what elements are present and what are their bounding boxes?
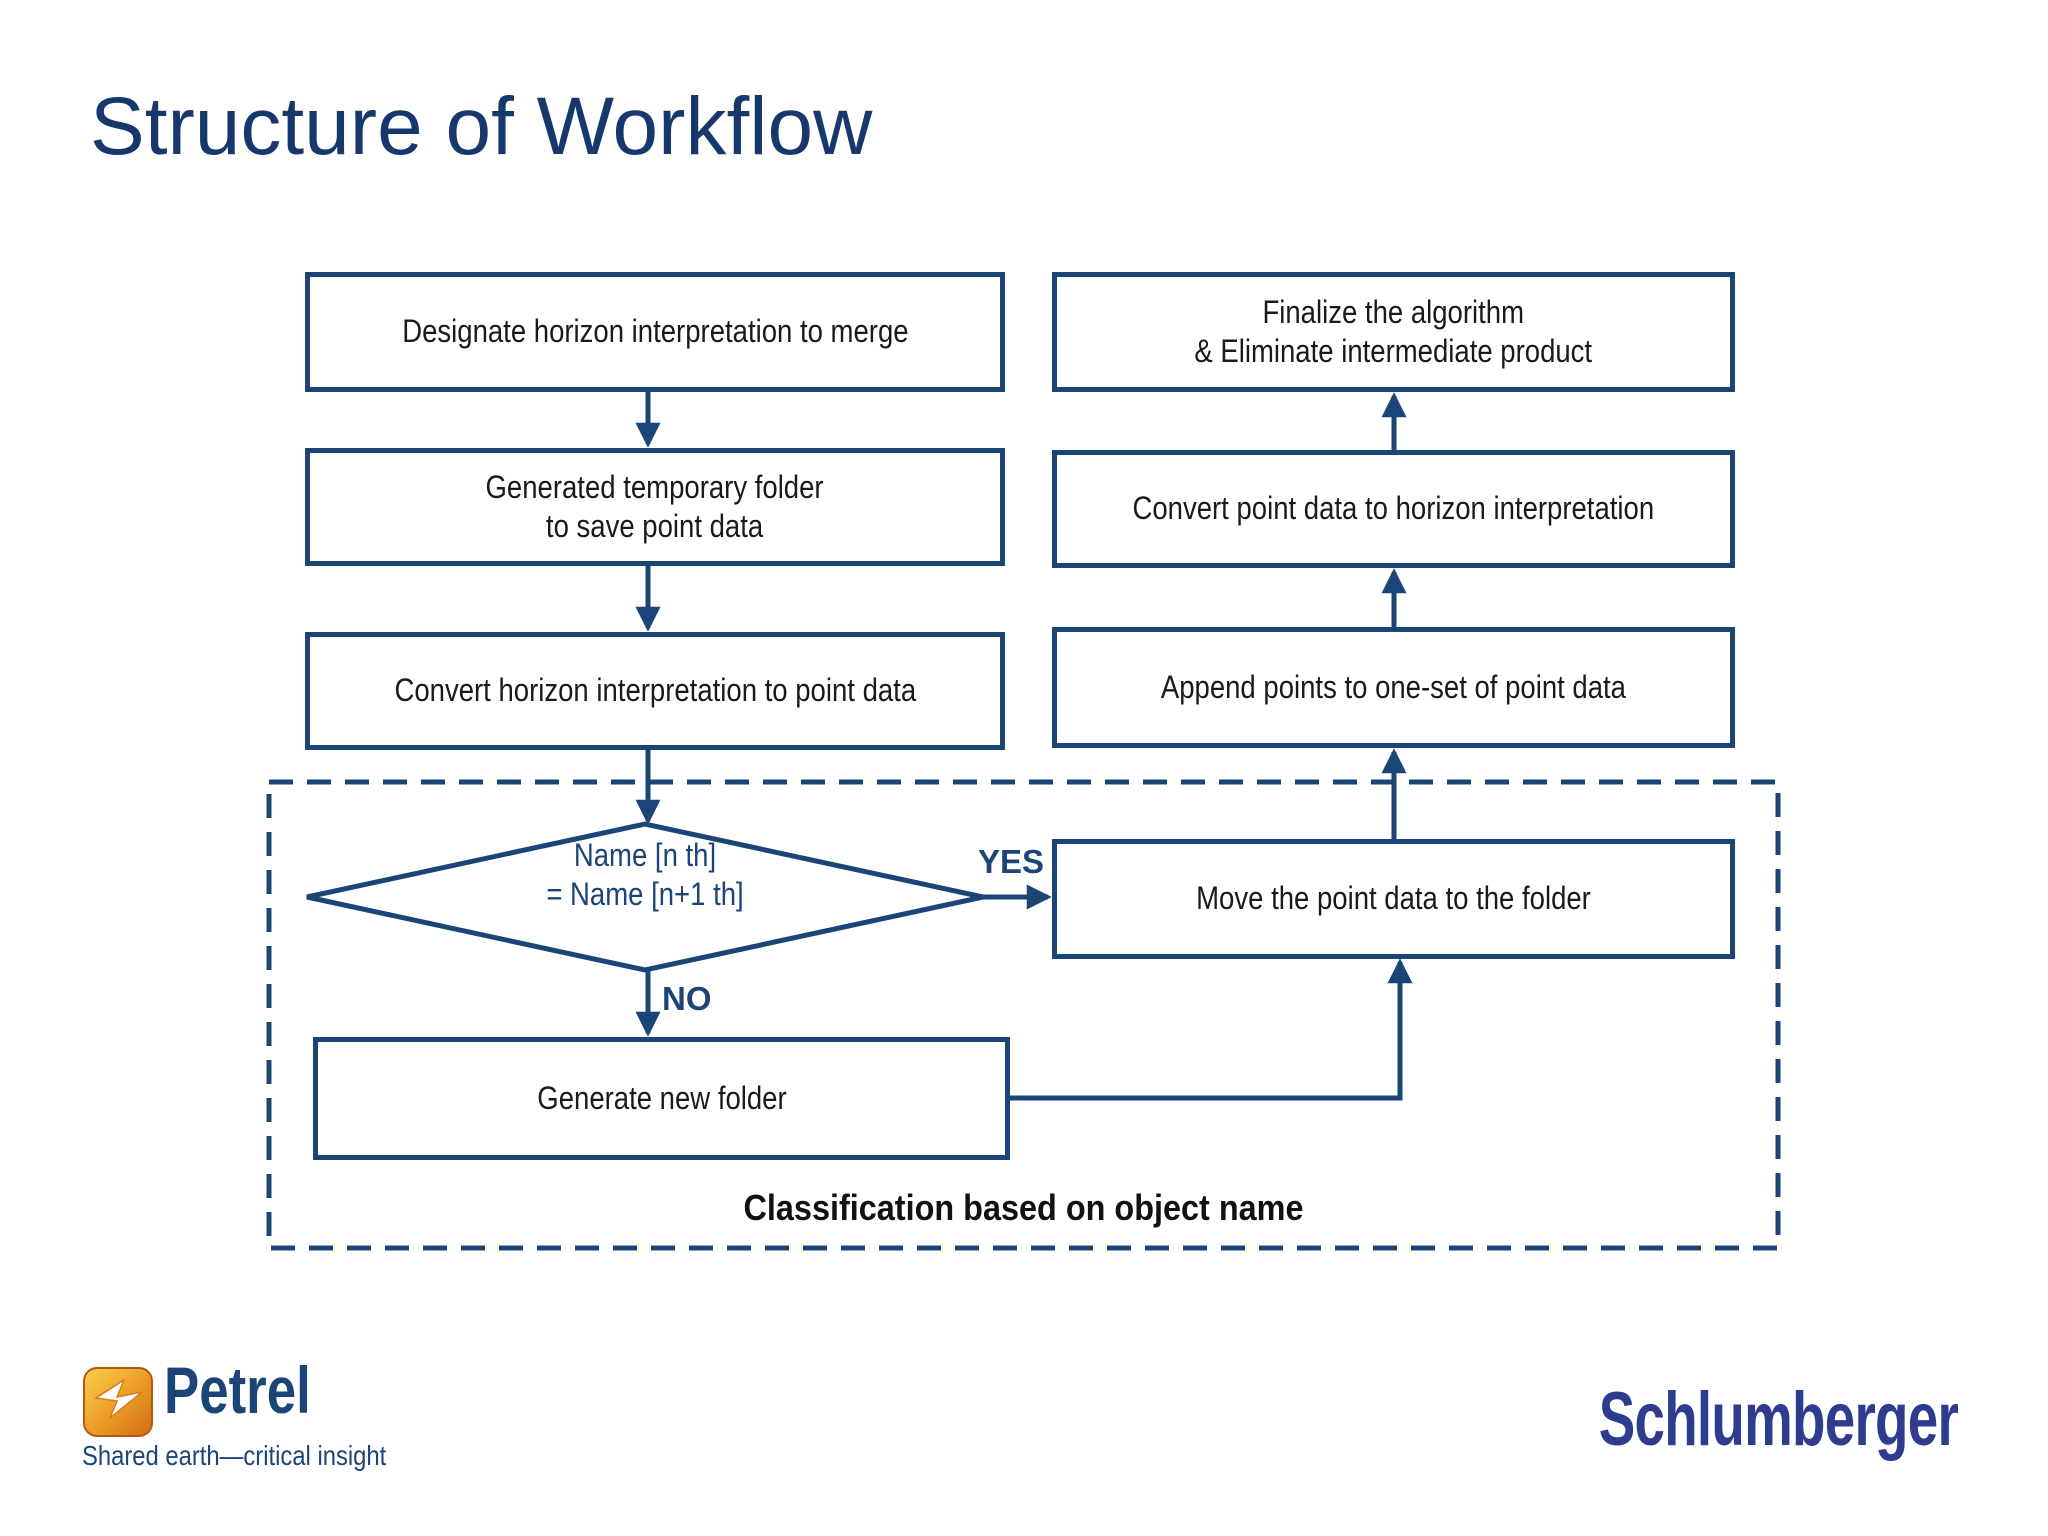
node-move-point-data: Move the point data to the folder [1052,839,1735,959]
no-label: NO [662,980,712,1017]
node-designate-horizon: Designate horizon interpretation to merg… [305,272,1005,392]
node-convert-horizon-to-point: Convert horizon interpretation to point … [305,632,1005,750]
page-title: Structure of Workflow [90,81,873,172]
petrel-tagline: Shared earth—critical insight [82,1440,387,1471]
schlumberger-wordmark: Schlumberger [1598,1377,1959,1462]
classification-label: Classification based on object name [743,1187,1304,1228]
decision-line: = Name [n+1 th] [546,876,744,913]
node-append-points: Append points to one-set of point data [1052,627,1735,748]
decision-line: Name [n th] [573,837,717,873]
node-generate-new-folder: Generate new folder [313,1037,1010,1160]
node-label: to save point data [546,508,764,544]
petrel-bird-icon [83,1367,153,1437]
node-label: Generate new folder [536,1079,787,1116]
node-finalize-algorithm: Finalize the algorithm & Eliminate inter… [1052,272,1735,392]
node-generated-temp-folder: Generated temporary folder to save point… [305,448,1005,566]
arrow-generate-folder-to-move [1010,958,1413,1101]
petrel-wordmark: Petrel [164,1353,311,1427]
node-convert-point-to-horizon: Convert point data to horizon interpreta… [1052,450,1735,568]
node-label: Finalize the algorithm [1262,293,1525,330]
decision-label: Name [n th] = Name [n+1 th] [345,836,945,914]
node-label: Generated temporary folder [485,468,825,505]
node-label: & Eliminate intermediate product [1194,333,1593,369]
node-label: Append points to one-set of point data [1160,668,1627,705]
node-label: Convert point data to horizon interpreta… [1132,490,1655,527]
node-label: Designate horizon interpretation to merg… [401,313,909,350]
node-label: Move the point data to the folder [1196,880,1591,917]
node-label: Convert horizon interpretation to point … [394,672,916,709]
yes-label: YES [978,843,1045,880]
